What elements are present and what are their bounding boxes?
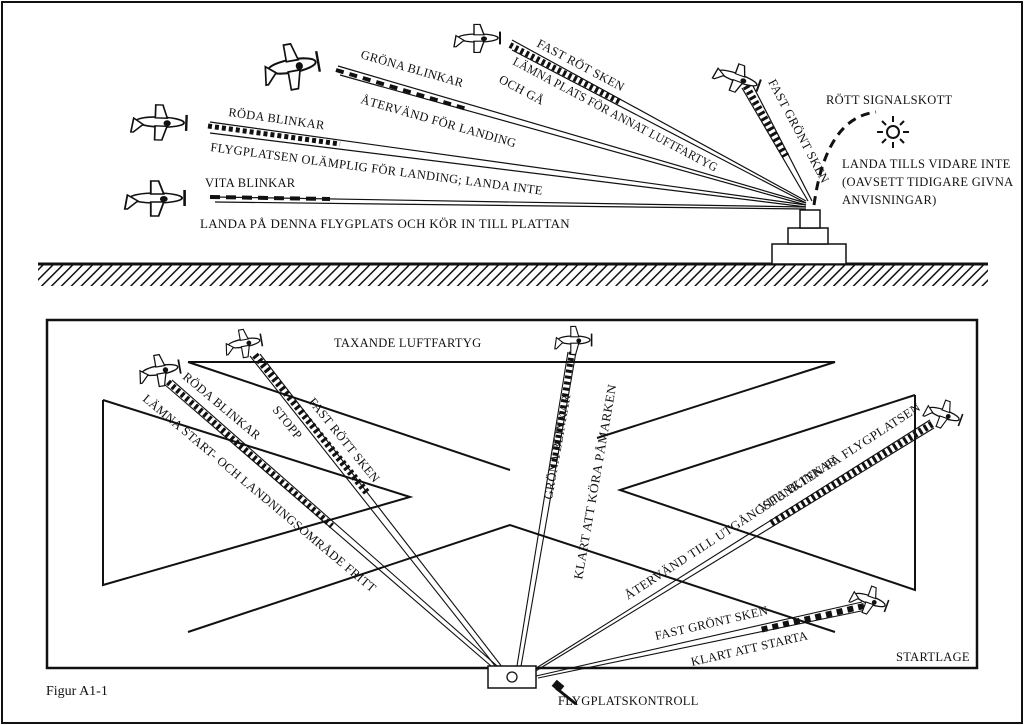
figure-label: Figur A1-1: [46, 684, 108, 699]
top-white-flash-meaning: LANDA PÅ DENNA FLYGPLATS OCH KÖR IN TILL…: [200, 217, 570, 231]
aircraft-icon: [846, 579, 892, 621]
top-steady-green-label: FAST GRÖNT SKEN: [765, 77, 832, 186]
flare-burst-icon: [877, 116, 909, 148]
top-white-flash-label: VITA BLINKAR: [205, 176, 296, 190]
aircraft-icon: [553, 325, 593, 356]
control-tower-box: [487, 665, 577, 706]
aircraft-icon: [123, 179, 186, 218]
aircraft-icon: [453, 23, 501, 54]
flare-meaning-1: LANDA TILLS VIDARE INTE: [842, 157, 1011, 171]
flare-title: RÖTT SIGNALSKOTT: [826, 93, 953, 107]
flare-meaning-3: ANVISNINGAR): [842, 193, 937, 207]
runway-layout: [102, 361, 916, 633]
control-tower: [771, 209, 847, 265]
bottom-steady-red-meaning: STOPP: [270, 403, 305, 442]
aircraft-icon: [920, 393, 966, 435]
flare-meaning-2: (OAVSETT TIDIGARE GIVNA: [842, 175, 1013, 189]
top-panel: VITA BLINKAR LANDA PÅ DENNA FLYGPLATS OC…: [38, 23, 1013, 286]
ground-hatch: [38, 264, 988, 286]
aircraft-icon: [135, 350, 184, 391]
start-position-label: STARTLAGE: [896, 650, 970, 664]
bottom-white-flash-meaning: ÅTERVÄND TILL UTGÅNGSPUNKTEN PÅ FLYGPLAT…: [622, 400, 923, 602]
bottom-panel: TAXANDE LUFTFARTYG STARTLAGE FLYGPLATSKO…: [45, 318, 979, 708]
aircraft-icon: [709, 56, 765, 101]
bottom-green-flash-label: GRÖNA BLINKAR: [541, 393, 573, 501]
top-red-flash-label: RÖDA BLINKAR: [228, 105, 326, 132]
top-beams: [207, 39, 813, 210]
top-green-flash-label: GRÖNA BLINKAR: [359, 47, 465, 90]
tower-label: FLYGPLATSKONTROLL: [558, 694, 699, 708]
aircraft-icon: [129, 102, 189, 143]
bottom-beams: [163, 351, 935, 679]
top-green-flash-meaning: ÅTERVÄND FÖR LANDING: [359, 92, 518, 150]
bottom-green-flash-meaning: KLART ATT KÖRA PÅMARKEN: [571, 383, 619, 580]
red-flare: [812, 110, 909, 206]
top-steady-red-meaning: LÄMNA PLATS FÖR ANNAT LUFTFARTYG: [511, 54, 721, 174]
bottom-steady-green-label: FAST GRÖNT SKEN: [654, 603, 770, 643]
taxi-label: TAXANDE LUFTFARTYG: [334, 336, 482, 350]
aircraft-icon: [258, 38, 324, 96]
